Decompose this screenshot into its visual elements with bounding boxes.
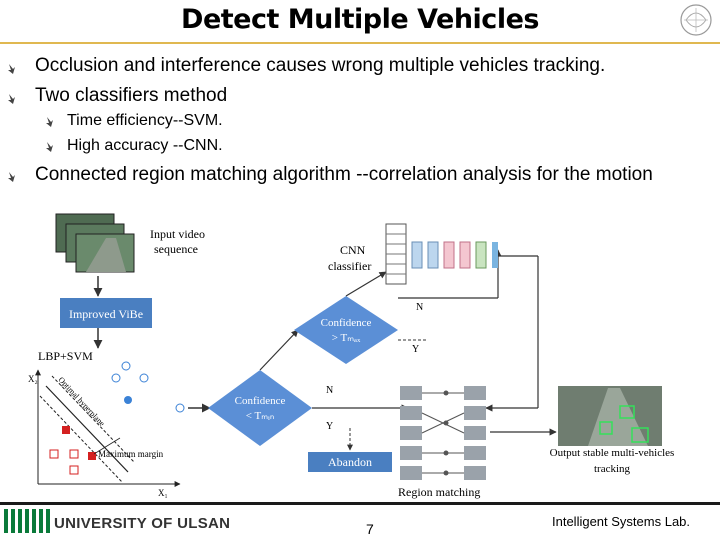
bullet-region-matching: Connected region matching algorithm --co… <box>35 164 653 185</box>
footer-rule <box>0 502 720 505</box>
lbp-svm-label: LBP+SVM <box>38 349 93 363</box>
output-tracking-image <box>558 386 662 446</box>
title-underline <box>0 42 720 44</box>
pipeline-diagram: Input video sequence Improved ViBe LBP+S… <box>28 213 675 499</box>
y-label-upper: Y <box>412 344 419 355</box>
cnn-layers <box>385 223 498 285</box>
confidence-max-label-1: Confidence <box>321 317 372 329</box>
abandon-box: Abandon <box>308 452 392 472</box>
university-name: UNIVERSITY OF ULSAN <box>54 515 231 532</box>
bullet-occlusion: Occlusion and interference causes wrong … <box>35 55 606 76</box>
region-matching-label: Region matching <box>398 485 480 499</box>
region-matching-grid <box>400 386 486 480</box>
confidence-min-diamond: Confidence < Tₘᵢₙ <box>208 370 312 446</box>
output-label-2: tracking <box>594 463 631 475</box>
x1-axis-label: X₁ <box>158 488 168 498</box>
input-video-label-1: Input video <box>150 227 205 241</box>
input-video-label-2: sequence <box>154 242 198 256</box>
svm-plot <box>35 361 185 487</box>
university-crest-icon <box>680 4 712 36</box>
n-label-upper: N <box>416 302 423 313</box>
page-number: 7 <box>366 521 374 537</box>
optimal-hyperplane-label: Optimal hyperplane <box>57 375 107 428</box>
bullet-two-classifiers: Two classifiers method <box>35 85 228 106</box>
cnn-classifier-label-2: classifier <box>328 259 371 273</box>
bullet-svm: Time efficiency--SVM. <box>67 112 223 129</box>
maximum-margin-label: Maximum margin <box>98 449 164 459</box>
slide-title: Detect Multiple Vehicles <box>181 4 539 35</box>
output-label-1: Output stable multi-vehicles <box>550 447 675 459</box>
bullet-arrow-icon <box>46 117 53 127</box>
abandon-label: Abandon <box>328 455 372 469</box>
bullet-arrow-icon <box>8 172 15 182</box>
lab-name: Intelligent Systems Lab. <box>552 514 691 529</box>
university-logo-icon <box>4 509 50 533</box>
confidence-max-label-2: > Tₘₐₓ <box>332 332 361 344</box>
cnn-classifier-label-1: CNN <box>340 243 366 257</box>
bullet-arrow-icon <box>8 64 15 74</box>
bullet-arrow-icon <box>46 142 53 152</box>
improved-vibe-box: Improved ViBe <box>60 298 152 328</box>
input-video-frames <box>55 213 135 273</box>
confidence-min-label-1: Confidence <box>235 395 286 407</box>
improved-vibe-label: Improved ViBe <box>69 307 143 321</box>
x2-axis-label: X₂ <box>28 374 38 384</box>
y-label-lower: Y <box>326 421 333 432</box>
confidence-max-diamond: Confidence > Tₘₐₓ <box>294 296 398 364</box>
confidence-min-label-2: < Tₘᵢₙ <box>246 410 275 422</box>
bullet-cnn: High accuracy --CNN. <box>67 137 223 154</box>
bullet-arrow-icon <box>8 94 15 104</box>
n-label-lower: N <box>326 385 333 396</box>
